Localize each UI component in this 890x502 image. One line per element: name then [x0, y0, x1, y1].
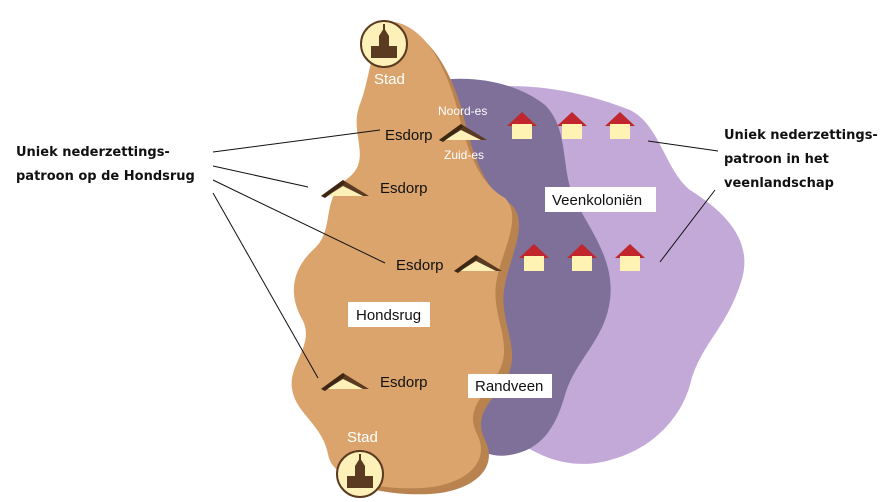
callout-hondsrug: Uniek nederzettings- patroon op de Honds…	[16, 141, 195, 189]
house-icon	[519, 244, 549, 271]
veenkolonien-label-box	[545, 187, 656, 212]
stad-top-label: Stad	[374, 71, 405, 88]
callout-veenlandschap: Uniek nederzettings- patroon in het veen…	[724, 124, 878, 196]
house-icon	[557, 112, 587, 139]
farmhouse-roof-icon	[454, 255, 502, 273]
church-icon	[371, 24, 397, 58]
esdorp-2-label: Esdorp	[380, 180, 428, 197]
farmhouse-roof-icon	[321, 373, 369, 391]
esdorp-3-label: Esdorp	[396, 257, 444, 274]
callout-line: Uniek nederzettings-	[724, 128, 878, 143]
town-bottom	[336, 450, 384, 498]
randveen-label-box	[468, 374, 552, 398]
callout-lines	[212, 129, 719, 379]
esdorp-4-label: Esdorp	[380, 374, 428, 391]
stad-bottom-label: Stad	[347, 429, 378, 446]
farmhouse-roof-icon	[439, 124, 487, 142]
house-icon	[615, 244, 645, 271]
randveen-label: Randveen	[475, 378, 543, 395]
esdorp-1-label: Esdorp	[385, 127, 433, 144]
house-icon	[605, 112, 635, 139]
callout-line: patroon in het	[724, 152, 829, 167]
noord-es-label: Noord-es	[438, 104, 487, 118]
farmhouse-roof-icon	[321, 180, 369, 198]
zuid-es-label: Zuid-es	[444, 148, 484, 162]
house-icon	[567, 244, 597, 271]
town-top	[360, 20, 408, 68]
callout-line: veenlandschap	[724, 176, 834, 191]
house-icon	[507, 112, 537, 139]
callout-line: patroon op de Hondsrug	[16, 169, 195, 184]
veenkolonien-label: Veenkoloniën	[552, 192, 642, 209]
hondsrug-label: Hondsrug	[356, 307, 421, 324]
hondsrug-label-box	[348, 302, 430, 327]
church-icon	[347, 454, 373, 488]
callout-line: Uniek nederzettings-	[16, 145, 170, 160]
